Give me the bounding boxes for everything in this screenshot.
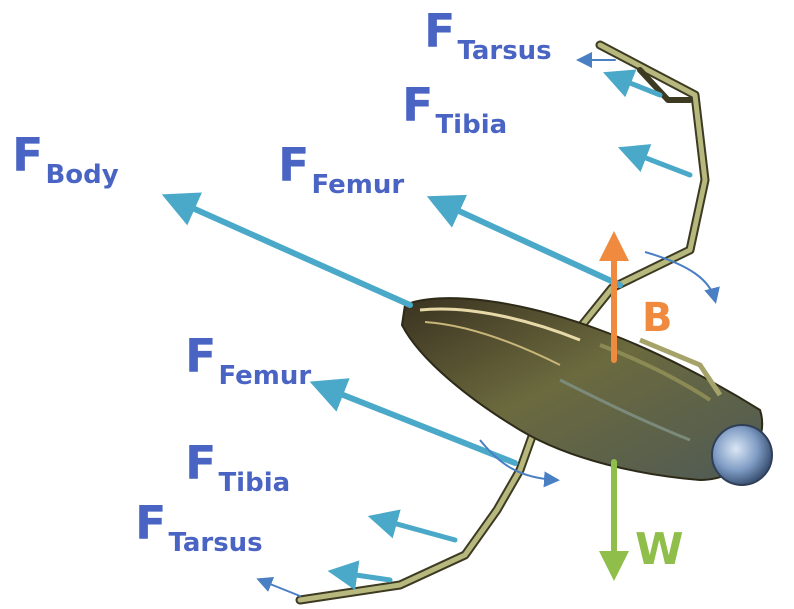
label-f-symbol: F xyxy=(12,128,43,182)
water-strider-body xyxy=(402,298,772,485)
label-tarsus-subscript: Tarsus xyxy=(168,528,262,558)
label-tarsus-subscript: Tarsus xyxy=(457,36,551,66)
label-f-symbol: F xyxy=(278,138,309,192)
upper-hind-leg xyxy=(570,45,705,340)
f-tarsus-lower-arrow xyxy=(335,572,390,580)
f-body-arrow xyxy=(170,198,410,305)
label-weight: W xyxy=(635,528,684,572)
label-f-tarsus-upper: FTarsus xyxy=(424,8,552,54)
label-f-symbol: F xyxy=(185,436,216,490)
label-femur-subscript: Femur xyxy=(218,361,311,391)
compound-eye-icon xyxy=(712,425,772,485)
label-femur-subscript: Femur xyxy=(311,170,404,200)
label-f-femur-upper: FFemur xyxy=(278,142,404,188)
label-tibia-subscript: Tibia xyxy=(435,110,507,140)
label-buoyancy: B xyxy=(642,298,673,338)
label-f-symbol: F xyxy=(402,78,433,132)
label-f-femur-lower: FFemur xyxy=(185,333,311,379)
label-tibia-subscript: Tibia xyxy=(218,468,290,498)
label-f-symbol: F xyxy=(185,329,216,383)
label-f-symbol: F xyxy=(424,4,455,58)
f-tibia-upper-arrow xyxy=(625,150,690,175)
label-f-tibia-lower: FTibia xyxy=(185,440,290,486)
f-tibia-lower-arrow xyxy=(375,518,455,540)
f-tarsus-lower-small-arrow xyxy=(260,580,300,596)
label-f-symbol: F xyxy=(135,496,166,550)
label-f-tarsus-lower: FTarsus xyxy=(135,500,263,546)
label-body-subscript: Body xyxy=(45,160,118,190)
label-f-body: FBody xyxy=(12,132,119,178)
f-femur-upper-arrow xyxy=(435,200,620,285)
label-f-tibia-upper: FTibia xyxy=(402,82,507,128)
